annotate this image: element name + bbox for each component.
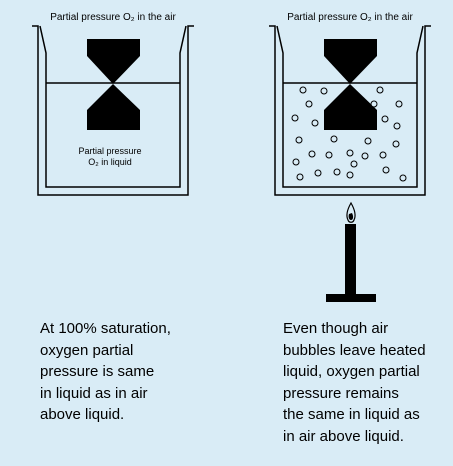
right-air-label: Partial pressure O₂ in the air [287, 12, 413, 23]
left-pressure-arrow-icon [87, 39, 140, 130]
air-bubble-icon [308, 150, 316, 158]
air-bubble-icon [296, 173, 304, 181]
air-bubble-icon [379, 151, 387, 159]
air-bubble-icon [333, 168, 341, 176]
air-bubble-icon [320, 87, 328, 95]
air-bubble-icon [330, 135, 338, 143]
right-beaker-inner [276, 25, 424, 188]
air-bubble-icon [291, 114, 299, 122]
air-bubble-icon [311, 119, 319, 127]
air-bubble-icon [325, 151, 333, 159]
right-pressure-arrow-icon [324, 39, 377, 130]
air-bubble-icon [299, 86, 307, 94]
air-bubble-icon [295, 136, 303, 144]
air-bubble-icon [346, 149, 354, 157]
air-bubble-icon [392, 140, 400, 148]
air-bubble-icon [370, 100, 378, 108]
left-liquid-label-line2: O₂ in liquid [88, 157, 132, 167]
air-bubble-icon [314, 169, 322, 177]
bunsen-burner-icon [326, 201, 376, 302]
air-bubble-icon [381, 115, 389, 123]
air-bubble-icon [376, 86, 384, 94]
air-bubbles [291, 86, 407, 182]
left-liquid-label-line1: Partial pressure [78, 146, 141, 156]
air-bubble-icon [346, 171, 354, 179]
air-bubble-icon [305, 100, 313, 108]
left-beaker-outer [32, 25, 194, 196]
right-caption: Even though air bubbles leave heated liq… [283, 320, 426, 445]
air-bubble-icon [350, 160, 358, 168]
air-bubble-icon [292, 158, 300, 166]
air-bubble-icon [382, 166, 390, 174]
left-air-label: Partial pressure O₂ in the air [50, 12, 176, 23]
right-beaker-outer [269, 25, 431, 196]
air-bubble-icon [395, 100, 403, 108]
left-beaker-inner [39, 25, 187, 188]
air-bubble-icon [393, 122, 401, 130]
air-bubble-icon [364, 137, 372, 145]
air-bubble-icon [361, 152, 369, 160]
left-caption: At 100% saturation, oxygen partial press… [40, 320, 171, 423]
air-bubble-icon [399, 174, 407, 182]
